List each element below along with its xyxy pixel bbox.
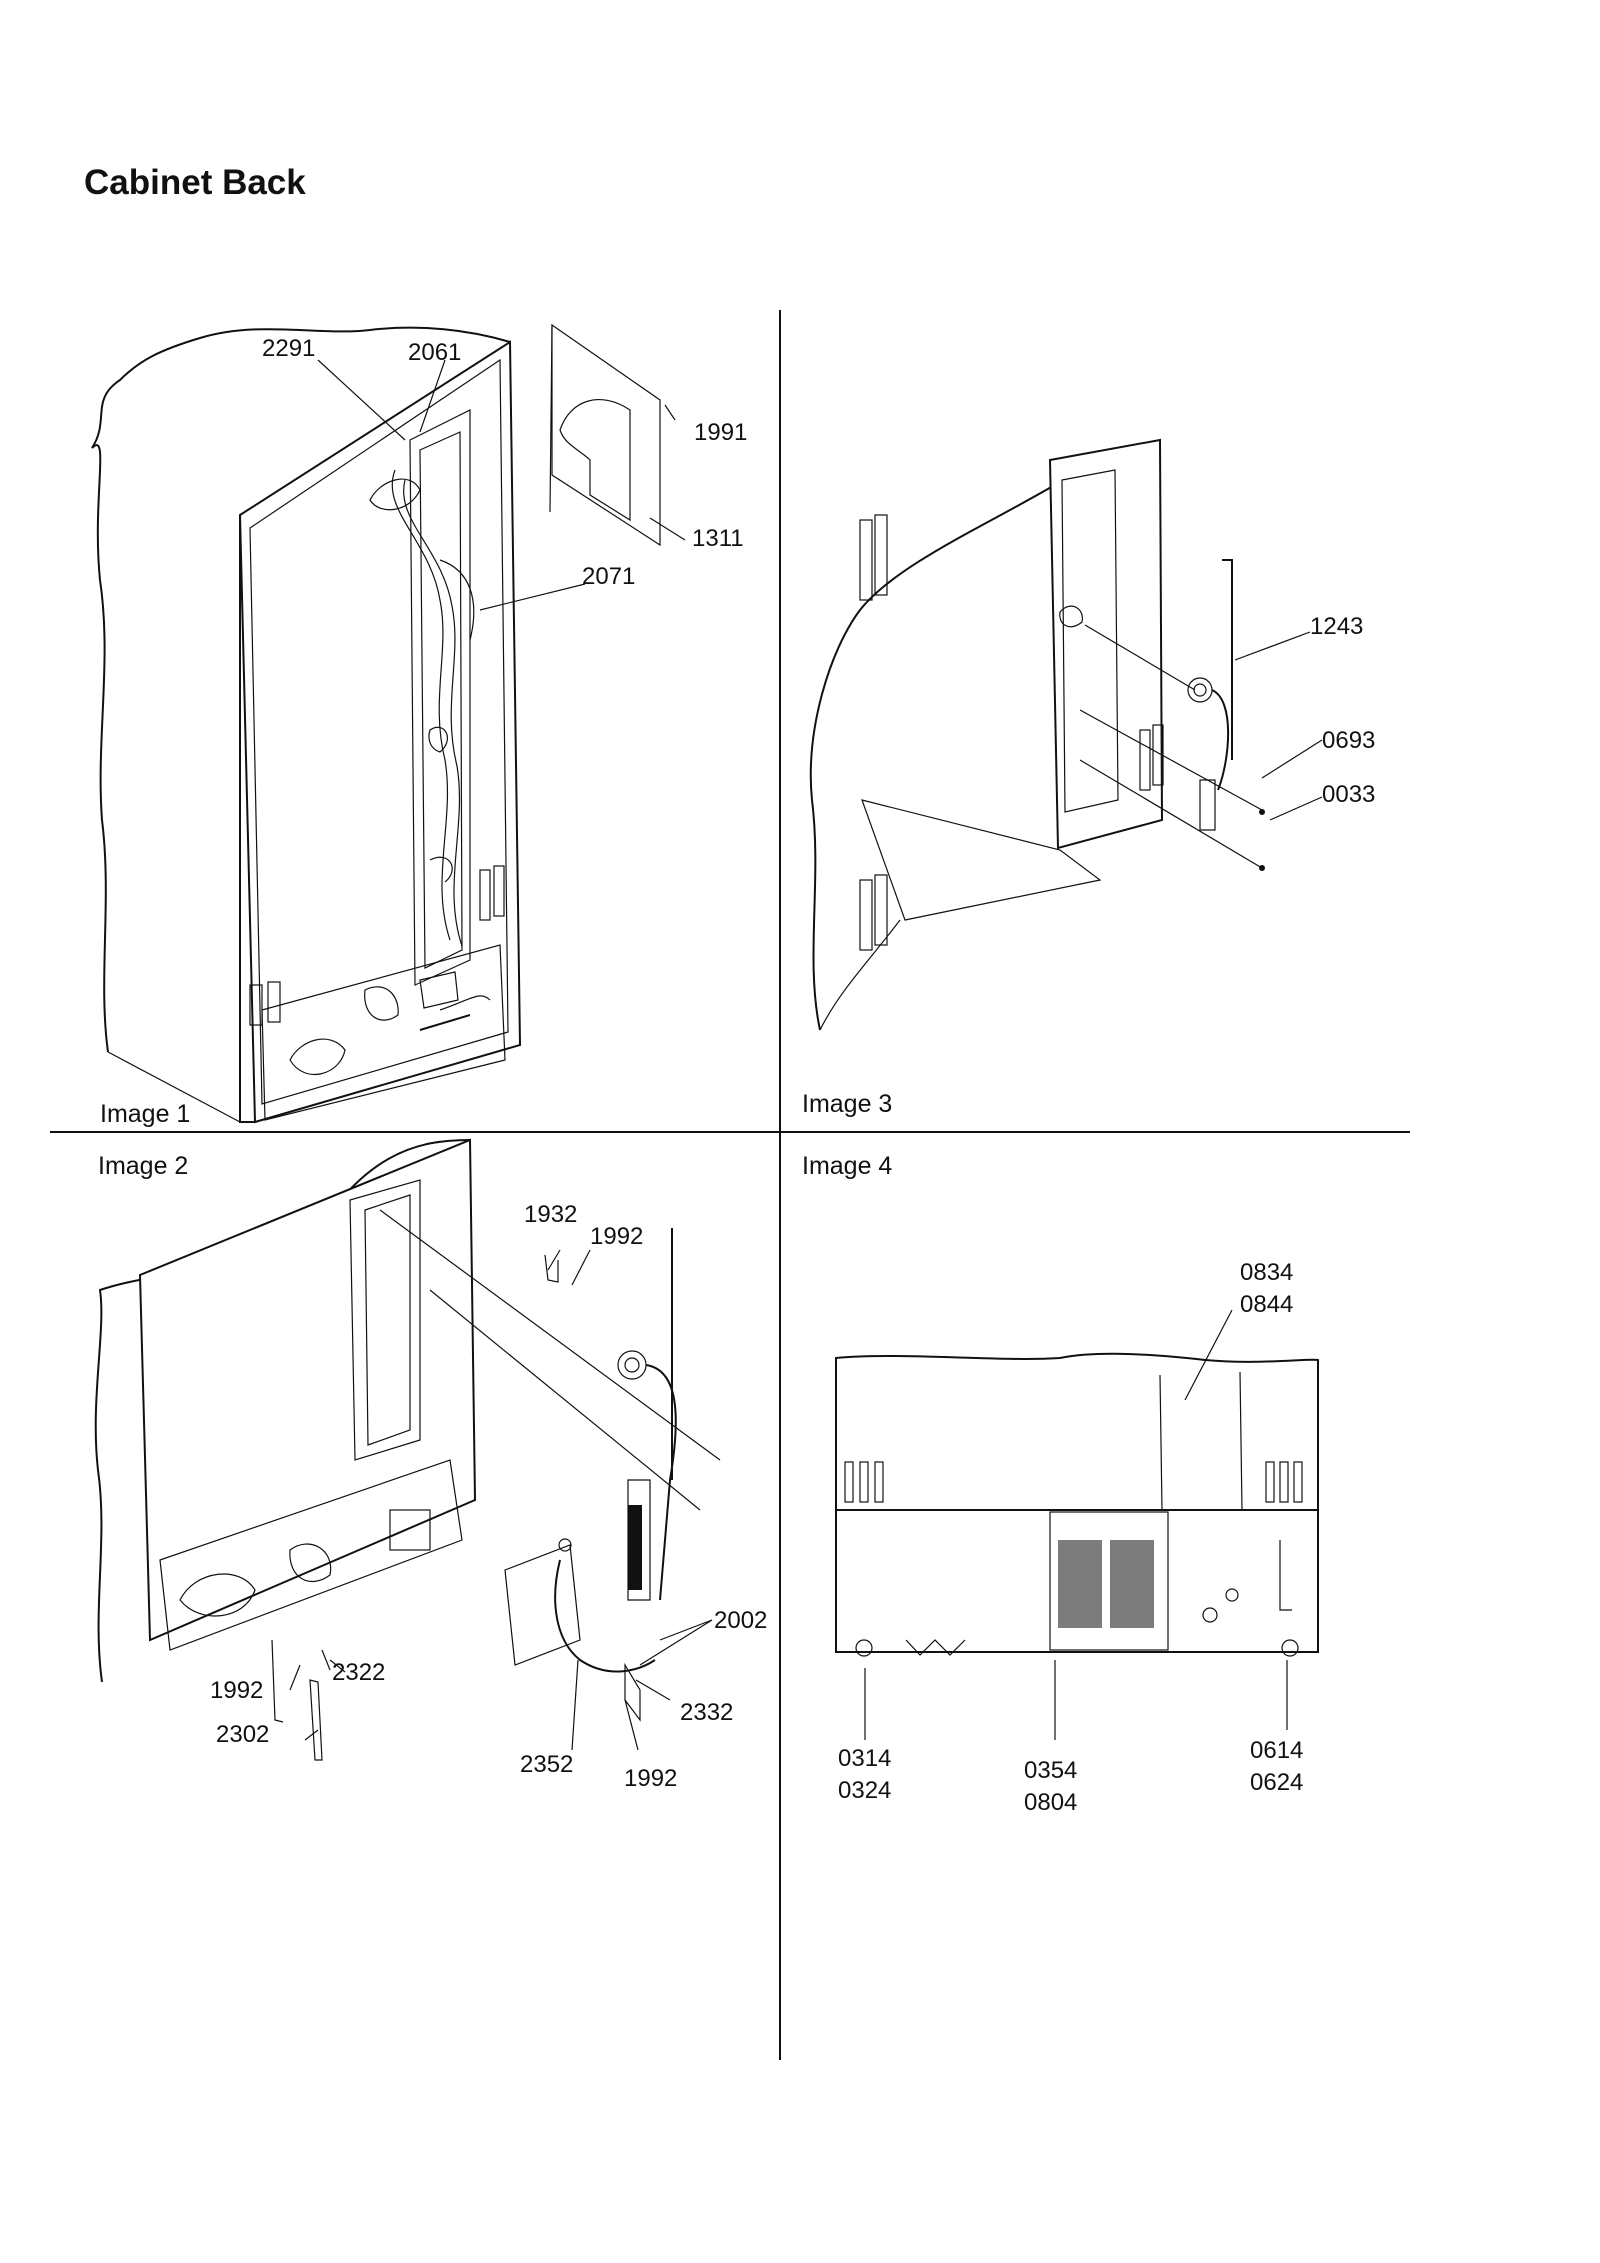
grille-vents [1058,1540,1154,1628]
part-label-1992-bottom: 1992 [624,1765,678,1792]
part-label-0614: 0614 [1250,1737,1304,1764]
part-label-1992-left: 1992 [210,1677,264,1704]
part-label-1991: 1991 [694,419,748,446]
image4-base-drawing [835,1309,1319,1740]
part-label-0033: 0033 [1322,781,1376,808]
part-label-0844: 0844 [1240,1291,1294,1318]
part-label-0624: 0624 [1250,1769,1304,1796]
image1-cabinet-drawing [91,323,686,1124]
image-2-label: Image 2 [98,1152,189,1180]
part-label-2352: 2352 [520,1751,574,1778]
part-label-2002: 2002 [714,1607,768,1634]
part-label-2291: 2291 [262,335,316,362]
image3-panel-drawing [809,438,1323,1031]
part-label-0324: 0324 [838,1777,892,1804]
part-label-0693: 0693 [1322,727,1376,754]
part-label-1311: 1311 [692,525,744,552]
part-label-0804: 0804 [1024,1789,1078,1816]
part-label-0354: 0354 [1024,1757,1078,1784]
part-label-1992-top: 1992 [590,1223,644,1250]
part-label-2302: 2302 [216,1721,270,1748]
part-label-0314: 0314 [838,1745,892,1772]
part-label-0834: 0834 [1240,1259,1294,1286]
page-title: Cabinet Back [84,163,306,202]
image-4-label: Image 4 [802,1152,893,1180]
image-3-label: Image 3 [802,1090,893,1118]
part-label-2332: 2332 [680,1699,734,1726]
part-label-1932: 1932 [524,1201,578,1228]
part-label-2322: 2322 [332,1659,386,1686]
part-label-2061: 2061 [408,339,462,366]
part-label-2071: 2071 [582,563,636,590]
part-label-1243: 1243 [1310,613,1364,640]
image-1-label: Image 1 [100,1100,191,1128]
image2-machine-drawing [94,1138,721,1761]
